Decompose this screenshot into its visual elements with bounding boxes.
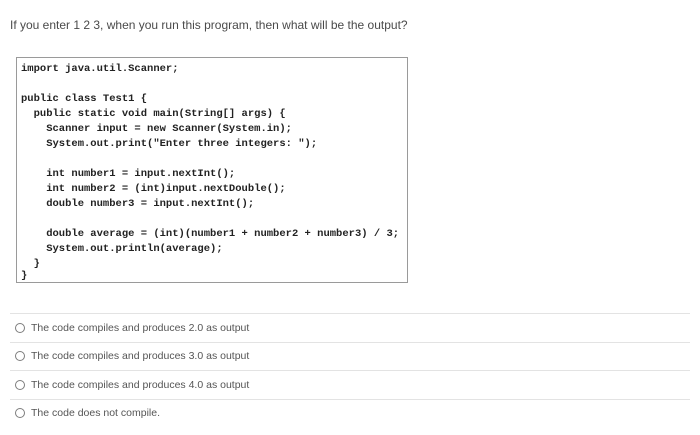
radio-button-icon[interactable] [15, 322, 25, 333]
code-line: } [21, 258, 40, 270]
code-line: int number1 = input.nextInt(); [21, 168, 236, 180]
code-line: Scanner input = new Scanner(System.in); [21, 123, 292, 135]
code-line: import java.util.Scanner; [21, 63, 179, 75]
code-line: System.out.println(average); [21, 243, 223, 255]
question-text: If you enter 1 2 3, when you run this pr… [10, 18, 408, 32]
code-line: } [21, 270, 28, 282]
radio-button-icon[interactable] [15, 408, 25, 419]
answer-option-b[interactable]: The code compiles and produces 3.0 as ou… [10, 341, 690, 371]
code-line: System.out.print("Enter three integers: … [21, 138, 318, 150]
answer-option-a[interactable]: The code compiles and produces 2.0 as ou… [10, 313, 690, 342]
radio-button-icon[interactable] [15, 379, 25, 390]
code-line: int number2 = (int)input.nextDouble(); [21, 183, 286, 195]
code-line: double number3 = input.nextInt(); [21, 198, 255, 210]
answer-option-label: The code does not compile. [31, 407, 160, 420]
answer-option-label: The code compiles and produces 4.0 as ou… [31, 378, 250, 391]
code-line: double average = (int)(number1 + number2… [21, 228, 400, 240]
radio-button-icon[interactable] [15, 351, 25, 362]
answer-option-c[interactable]: The code compiles and produces 4.0 as ou… [10, 370, 690, 399]
answer-option-label: The code compiles and produces 3.0 as ou… [31, 350, 250, 363]
answer-options: The code compiles and produces 2.0 as ou… [10, 313, 690, 427]
code-line: public static void main(String[] args) { [21, 108, 286, 120]
answer-option-label: The code compiles and produces 2.0 as ou… [31, 321, 250, 334]
code-line: public class Test1 { [21, 93, 148, 105]
answer-option-d[interactable]: The code does not compile. [10, 398, 690, 428]
code-block: import java.util.Scanner; public class T… [16, 57, 408, 283]
